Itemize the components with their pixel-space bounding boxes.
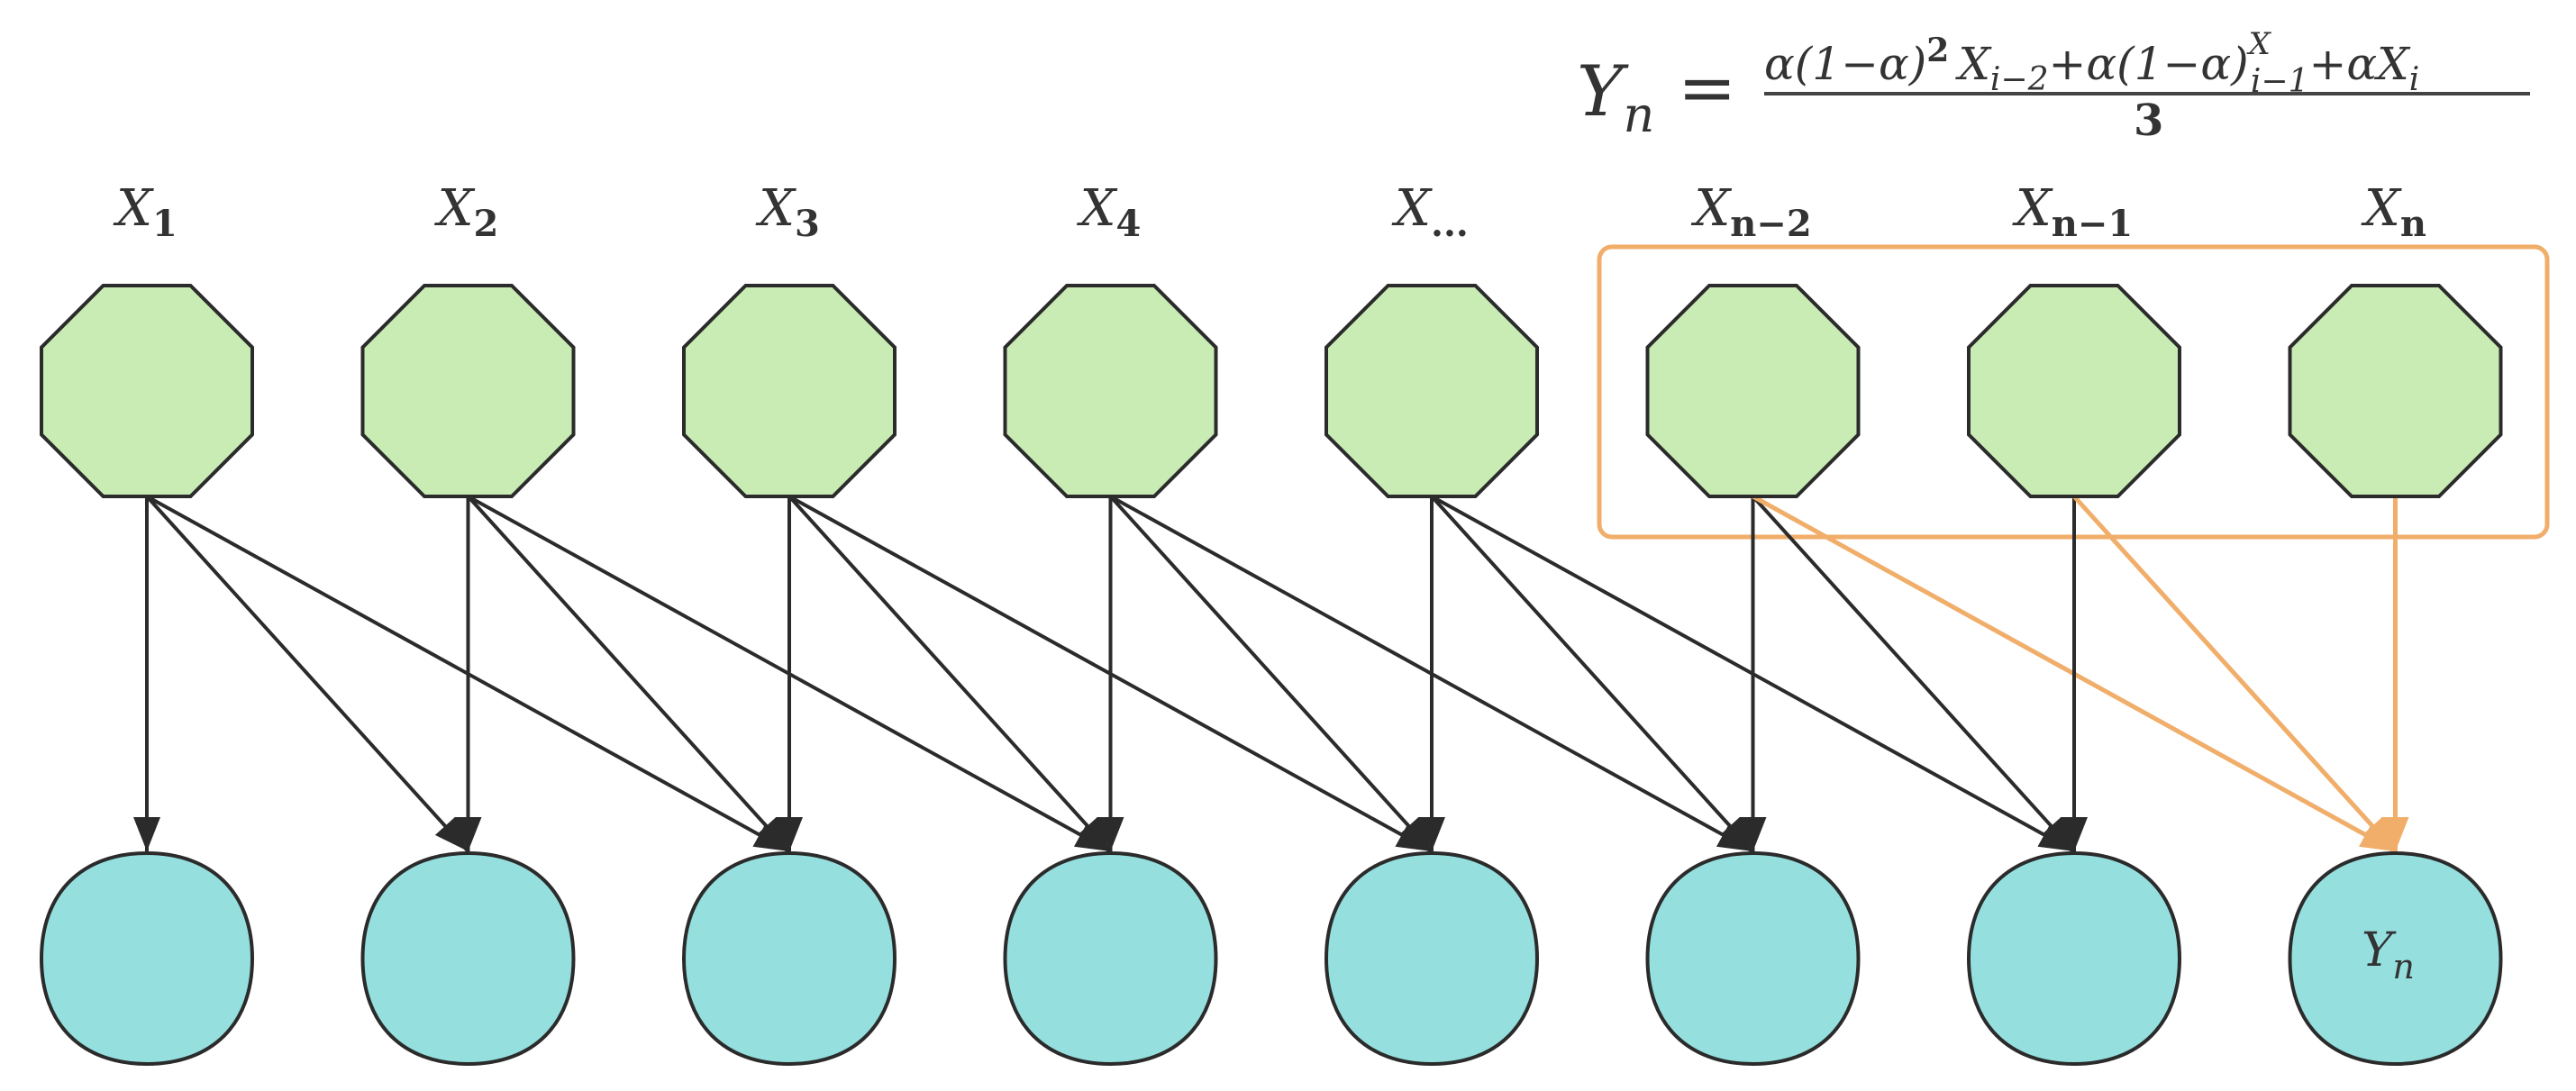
input-node-3: [682, 284, 897, 498]
input-labels: X1 X2 X3 X4 X... Xn−2 Xn−1 Xn: [113, 179, 2426, 245]
edge-x7-y8: [2072, 495, 2398, 853]
input-label-2: X2: [434, 179, 499, 245]
edge-x3-y3-arrowhead: [776, 817, 803, 851]
numerator-term2-coef: α(1−α): [2086, 38, 2248, 90]
edge-x4-y4-arrowhead: [1097, 817, 1124, 851]
svg-text:Yn: Yn: [1577, 51, 1654, 143]
numerator-plus2: +: [2308, 38, 2346, 90]
numerator-term3: αX: [2346, 38, 2411, 90]
input-node-2: [360, 284, 576, 498]
input-node-7: [1967, 284, 2181, 498]
edge-x6-y6-arrowhead: [1739, 817, 1767, 851]
edge-x3-y4: [787, 495, 1112, 853]
edge-x7-y8-arrowhead: [2362, 816, 2396, 851]
input-label-4: X4: [1077, 179, 1142, 245]
formula-lhs: Y: [1577, 51, 1629, 132]
edge-x8-y8-arrowhead: [2381, 817, 2409, 851]
numerator-term1-var: X: [1954, 38, 1992, 90]
edge-x5-y6-arrowhead: [1719, 816, 1753, 851]
numerator-term2-sup: X: [2246, 26, 2272, 62]
output-node-2: [360, 850, 576, 1067]
edge-x1-y2: [145, 495, 469, 853]
output-node-4: [1003, 850, 1218, 1067]
formula-equals: =: [1678, 48, 1736, 129]
output-node-3: [681, 850, 897, 1067]
input-node-8: [2288, 284, 2503, 498]
edge-x3-y4-arrowhead: [1077, 816, 1111, 851]
formula-lhs-sub: n: [1624, 86, 1655, 143]
output-nodes: Yn: [39, 850, 2503, 1067]
edge-x1-y1-arrowhead: [133, 817, 160, 851]
arrowheads: [133, 816, 2409, 851]
edge-x5-y6: [1430, 495, 1754, 853]
edge-x6-y7: [1752, 495, 2076, 853]
input-label-7: Xn−1: [2012, 179, 2133, 245]
edge-x4-y5: [1109, 495, 1434, 853]
input-node-5: [1324, 284, 1539, 498]
input-node-1: [40, 284, 254, 498]
edges: [145, 494, 2398, 854]
input-label-6: Xn−2: [1690, 179, 1811, 245]
input-label-5: X...: [1391, 179, 1469, 245]
output-node-8: [2288, 850, 2503, 1067]
numerator-term1-exp: 2: [1926, 32, 1949, 69]
edge-x4-y5-arrowhead: [1398, 816, 1432, 851]
output-node-5: [1324, 850, 1540, 1067]
edge-x2-y3-arrowhead: [756, 816, 789, 851]
edge-x7-y7-arrowhead: [2061, 817, 2088, 851]
input-label-1: X1: [113, 179, 177, 245]
output-node-6: [1645, 850, 1861, 1067]
output-node-1: [39, 850, 255, 1067]
edge-x2-y2-arrowhead: [454, 817, 482, 851]
output-label-yn: Yn: [2362, 923, 2415, 986]
numerator-plus1: +: [2049, 38, 2087, 90]
input-node-4: [1003, 284, 1218, 498]
edge-x2-y3: [467, 495, 791, 853]
edge-x1-y2-arrowhead: [434, 816, 469, 851]
edge-x5-y5-arrowhead: [1418, 817, 1445, 851]
input-label-3: X3: [755, 179, 820, 245]
formula-denominator: 3: [2134, 95, 2163, 146]
output-node-7: [1966, 850, 2182, 1067]
input-label-8: Xn: [2361, 179, 2426, 245]
input-node-6: [1645, 284, 1861, 498]
input-nodes: [40, 284, 2503, 498]
numerator-term1-coef: α(1−α): [1764, 38, 1926, 90]
edge-x6-y7-arrowhead: [2041, 816, 2074, 851]
numerator-term3-sub: i: [2409, 61, 2420, 98]
